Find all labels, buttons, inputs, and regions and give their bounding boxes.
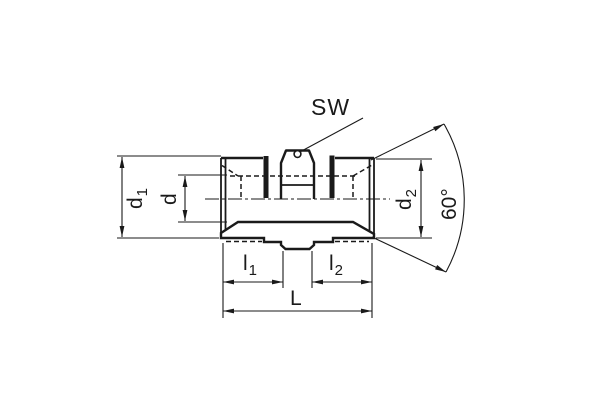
dimension-d1: d1 [117, 155, 221, 239]
l2-label: l2 [329, 252, 343, 279]
length-label: L [290, 287, 302, 310]
hex-edge-bar-right [329, 155, 335, 198]
hidden-cone-right [352, 163, 374, 177]
d-label: d [158, 193, 181, 205]
sw-leader-line [299, 117, 364, 153]
dimension-d2: d2 [376, 158, 432, 239]
sw-label: SW [311, 94, 350, 120]
sw-reference-dot [293, 149, 302, 159]
d2-label: d2 [393, 189, 420, 210]
l1-label: l1 [243, 252, 257, 279]
dimension-cone-angle: 60° [370, 123, 465, 273]
fitting-body [205, 149, 390, 251]
d1-label: d1 [124, 188, 151, 209]
sw-callout: SW [299, 94, 364, 153]
dimension-l2: l2 [311, 243, 373, 318]
dimension-overall-length: L [223, 287, 372, 314]
hex-edge-bar-left [263, 156, 269, 198]
cone-angle-label: 60° [438, 188, 461, 220]
dimension-l1: l1 [222, 243, 284, 318]
dimension-d: d [158, 174, 227, 223]
hatched-section [219, 220, 376, 251]
hidden-lines [221, 163, 374, 243]
hidden-cone-left [221, 164, 239, 177]
hex-crown [279, 149, 316, 199]
